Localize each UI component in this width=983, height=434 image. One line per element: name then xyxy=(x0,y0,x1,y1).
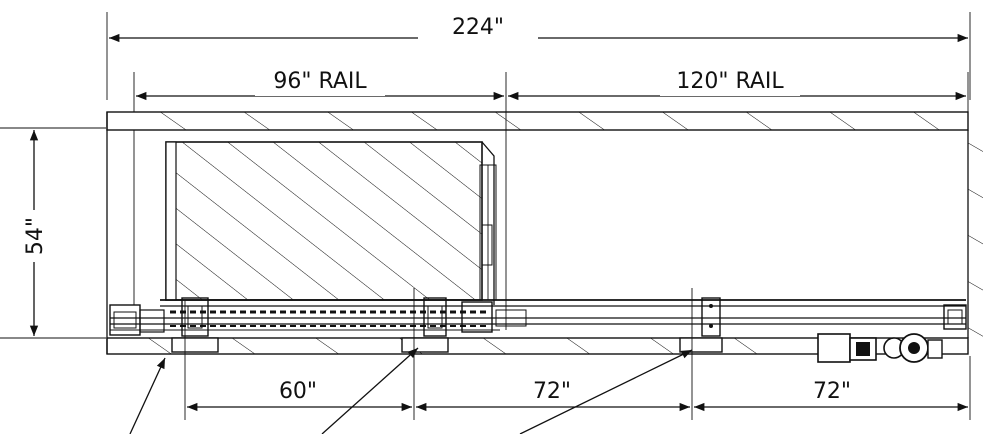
rail-120-label: 120" RAIL xyxy=(676,69,784,94)
dimension-span-72-b: 72" xyxy=(694,356,971,420)
dimension-rail-120: 120" RAIL xyxy=(508,66,969,112)
dimension-span-72-a: 72" xyxy=(416,376,690,412)
height-label: 54" xyxy=(23,217,48,255)
gate-operator-motor xyxy=(817,333,943,363)
dimension-height: 54" xyxy=(0,127,106,339)
span-60-label: 60" xyxy=(279,379,317,404)
rail-96-label: 96" RAIL xyxy=(273,69,367,94)
frame xyxy=(106,111,983,355)
leader-lines xyxy=(129,347,693,434)
overall-width-label: 224" xyxy=(452,15,504,40)
span-72-b-label: 72" xyxy=(813,379,851,404)
gate-panel xyxy=(165,141,497,305)
dimension-overall-width: 224" xyxy=(106,12,971,100)
roller-support-3 xyxy=(679,288,723,420)
rail-track xyxy=(109,297,967,337)
span-72-a-label: 72" xyxy=(533,379,571,404)
dimension-span-60: 60" xyxy=(187,376,412,412)
roller-support-1 xyxy=(171,300,219,420)
dimension-rail-96: 96" RAIL xyxy=(133,66,507,330)
